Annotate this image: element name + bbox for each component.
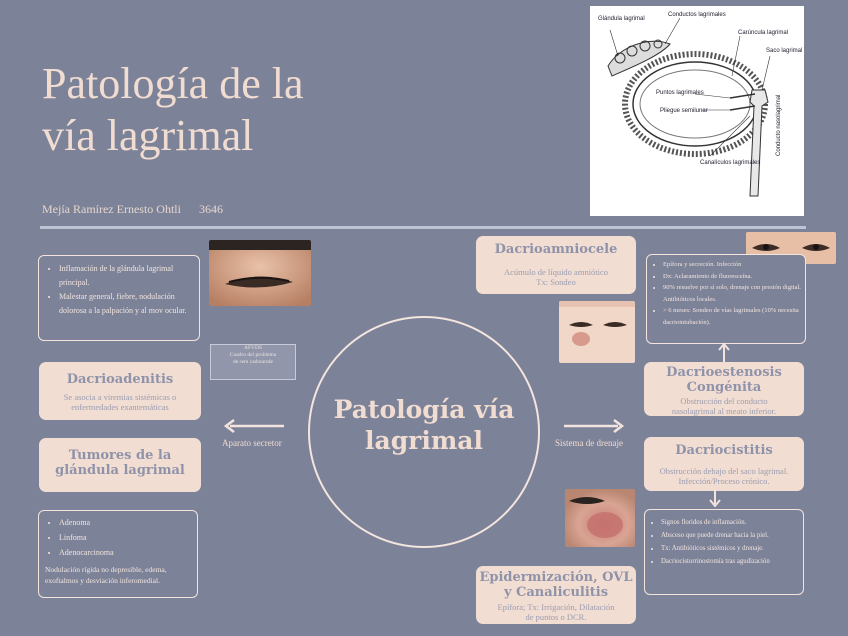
caption-line: AFVDS (243, 345, 263, 351)
caption-line: Cuadro del problema (229, 352, 277, 358)
lacrimal-anatomy-illustration: Glándula lagrimal Conductos lagrimales C… (590, 6, 804, 216)
label-canaliculos: Canalículos lagrimales (700, 160, 760, 166)
node-description: Se asocia a viremias sistémicas o enferm… (63, 392, 177, 412)
node-description-line-2: Infección/Proceso crónico. (678, 476, 770, 486)
node-description-line-1: Obstrucción debajo del saco lagrimal. (659, 466, 789, 476)
tumores-node[interactable]: Tumores de la glándula lagrimal (39, 438, 201, 492)
left-arrow-icon (223, 419, 284, 433)
node-title-line-2: glándula lagrimal (55, 463, 185, 478)
dacriocistitis-details-list: Signos floridos de inflamación. Absceso … (645, 510, 803, 570)
list-item: Absceso que puede drenar hacia la piel. (661, 529, 799, 542)
congenita-details-box: Epífora y secreción. Infección Dx: Aclar… (646, 254, 806, 344)
dacrioadenitis-details-list: Inflamación de la glándula lagrimal prin… (39, 256, 199, 322)
label-glandula: Glándula lagrimal (598, 16, 645, 22)
divider-line (40, 226, 806, 229)
list-item: Tx: Antibióticos sistémicos y drenaje. (661, 542, 799, 555)
label-conductos: Conductos lagrimales (668, 12, 726, 18)
tumores-details-list: Adenoma Linfoma Adenocarcinoma (39, 511, 197, 564)
list-item: 90% resuelve por sí solo, drenaje con pr… (663, 282, 801, 305)
list-item: Dacriocistorrinostomía tras agudización (661, 555, 799, 568)
node-description-line-2: Tx: Sondeo (536, 277, 576, 287)
title-line-2: vía lagrimal (42, 111, 254, 160)
list-item: > 6 meses: Sondeo de vías lagrimales (10… (663, 305, 801, 328)
node-description-line-1: Epífora; Tx: Irrigación, Dilatación (497, 602, 615, 612)
label-puntos: Puntos lagrimales (656, 90, 704, 96)
author-number: 3646 (198, 202, 223, 216)
caption-line: de sem cadonezde (232, 359, 273, 365)
author-name: Mejía Ramírez Ernesto Ohtli (42, 202, 181, 216)
page-title: Patología de la vía lagrimal (42, 58, 462, 162)
right-arrow-icon (564, 419, 625, 433)
node-title-line-2: y Canaliculitis (503, 585, 609, 600)
node-description-line-2: nasolagrimal al meato inferior. (671, 406, 777, 416)
up-arrow-icon (718, 342, 730, 362)
node-title-line-1: Tumores de la (68, 448, 172, 463)
list-item: Dx: Aclaramiento de fluoresceína. (663, 271, 801, 283)
tumores-details-box: Adenoma Linfoma Adenocarcinoma Nodulació… (38, 510, 198, 598)
central-title-line-1: Patología vía (333, 395, 515, 424)
label-pliegue: Pliegue semilunar (660, 108, 708, 114)
dacrioadenitis-photo (209, 240, 311, 306)
tumores-note: Nodulación rígida no depresible, edema, … (45, 565, 167, 585)
node-description-line-1: Acúmulo de líquido amniótico (503, 267, 609, 277)
list-item: Inflamación de la glándula lagrimal prin… (59, 262, 191, 290)
list-item: Epífora y secreción. Infección (663, 259, 801, 271)
node-title-line-2: Congénita (686, 380, 762, 395)
label-saco: Saco lagrimal (766, 48, 802, 54)
central-title-line-2: lagrimal (365, 426, 483, 455)
dacrioamniocele-node[interactable]: Dacrioamniocele Acúmulo de líquido amnió… (476, 236, 636, 294)
label-conducto-nasal: Conducto nasolagrimal (776, 95, 782, 156)
epidermizacion-node[interactable]: Epidermización, OVL y Canaliculitis Epíf… (476, 566, 636, 624)
left-arrow-label: Aparato secretor (222, 438, 282, 448)
node-title: Dacrioamniocele (494, 242, 618, 257)
central-topic-circle[interactable] (308, 316, 540, 548)
list-item: Adenoma (59, 515, 189, 530)
down-arrow-icon (709, 490, 721, 508)
node-description-line-2: de puntos o DCR. (525, 612, 587, 622)
right-arrow-label: Sistema de drenaje (555, 438, 623, 448)
dacrioadenitis-node[interactable]: Dacrioadenitis Se asocia a viremias sist… (39, 362, 201, 420)
node-title: Dacrioadenitis (66, 372, 174, 387)
dacriocistitis-details-box: Signos floridos de inflamación. Absceso … (644, 509, 804, 595)
author-line: Mejía Ramírez Ernesto Ohtli 3646 (42, 202, 223, 217)
dacrioestenosis-node[interactable]: Dacrioestenosis Congénita Obstrucción de… (644, 362, 804, 416)
dacriocistitis-node[interactable]: Dacriocistitis Obstrucción debajo del sa… (644, 437, 804, 491)
dacriocistitis-photo (565, 489, 635, 547)
dacrioadenitis-details-box: Inflamación de la glándula lagrimal prin… (38, 255, 200, 341)
dacrioamniocele-photo (559, 301, 635, 363)
list-item: Signos floridos de inflamación. (661, 516, 799, 529)
node-title-line-1: Dacrioestenosis (666, 365, 782, 380)
congenita-details-list: Epífora y secreción. Infección Dx: Aclar… (647, 255, 805, 330)
label-caruncula: Carúncula lagrimal (738, 30, 788, 36)
title-line-1: Patología de la (42, 59, 304, 108)
central-topic-title: Patología vía lagrimal (318, 394, 530, 456)
list-item: Linfoma (59, 530, 189, 545)
node-title-line-1: Epidermización, OVL (479, 570, 633, 585)
list-item: Adenocarcinoma (59, 545, 189, 560)
list-item: Malestar general, fiebre, nodulación dol… (59, 290, 191, 318)
node-description-line-1: Obstrucción del conducto (680, 396, 768, 406)
node-title: Dacriocistitis (675, 443, 773, 458)
anatomy-drawing: Glándula lagrimal Conductos lagrimales C… (598, 12, 802, 197)
small-caption-box: AFVDS Cuadro del problema de sem cadonez… (210, 344, 296, 380)
